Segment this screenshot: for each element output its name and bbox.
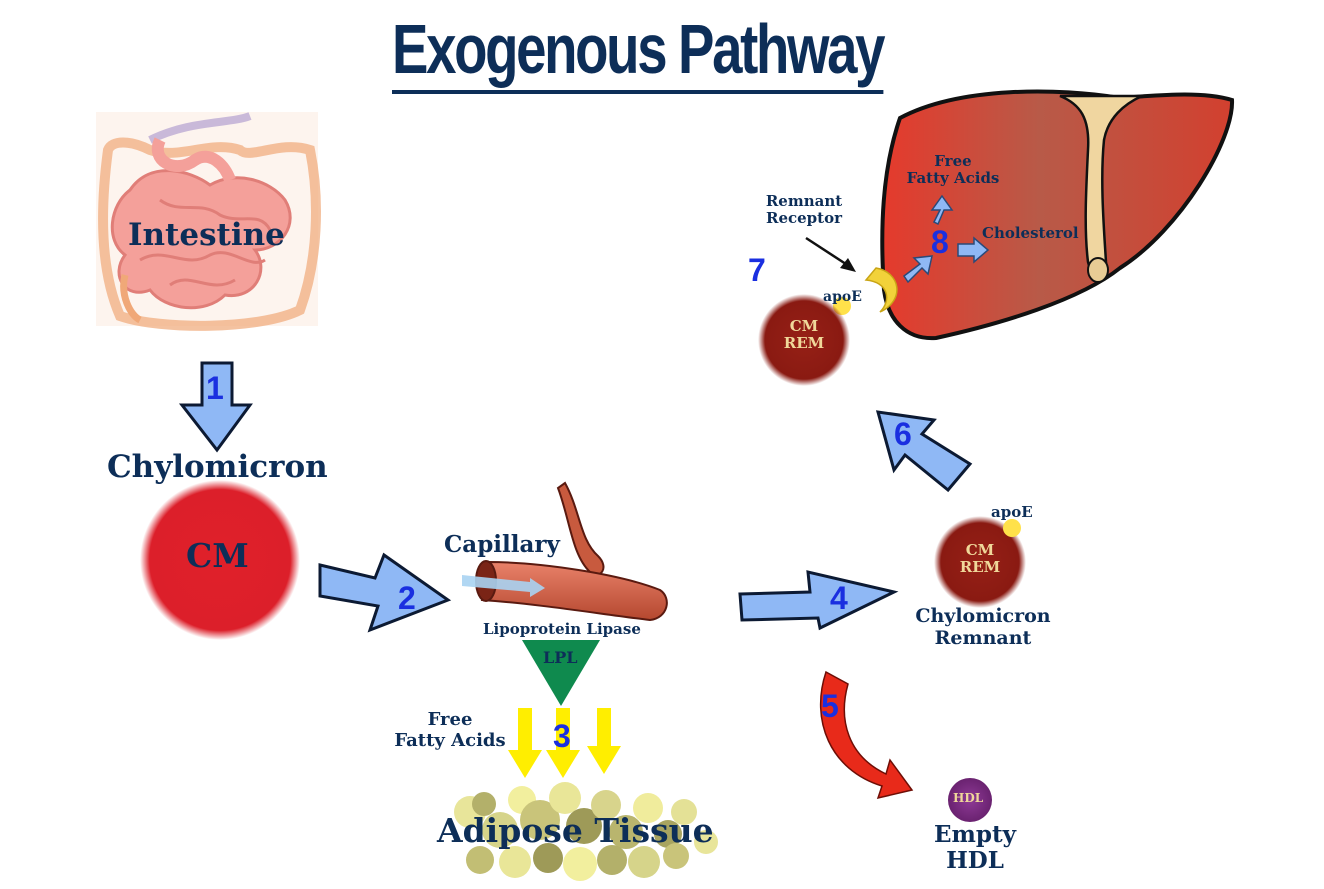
apoe-label-remnant: apoE [991,503,1033,521]
remnant-receptor-line1: Remnant [765,192,843,210]
free-fatty-acids-line2: Fatty Acids [394,729,506,751]
step-5-number: 5 [821,688,839,724]
cholesterol-label: Cholesterol [982,224,1079,242]
chylomicron-remnant-label: Chylomicron Remnant [908,605,1058,650]
chylomicron-ball [140,480,300,640]
remnant-receptor-crescent [864,267,898,313]
step-3-number: 3 [553,718,571,754]
chylomicron-remnant-ball [934,516,1026,608]
step-3-arrows [508,708,621,778]
chylomicron-remnant-line1: Chylomicron [915,605,1051,627]
step-2-number: 2 [398,580,416,616]
intestine-illustration [96,112,321,331]
hdl-ball [948,778,992,822]
page-title: Exogenous Pathway [392,14,886,94]
free-fatty-acids-line1: Free [427,709,473,730]
liver-free-fatty-acids-label: Free Fatty Acids [898,152,1008,188]
apoe-label-liver: apoE [823,289,862,305]
lpl-label: LPL [543,648,578,667]
step-4-arrow [738,570,899,631]
cm-rem-label-liver: CM REM [774,317,834,353]
step-8-number: 8 [931,224,949,260]
cm-label: CM [186,536,249,575]
step-1-arrow [178,361,253,453]
remnant-receptor-line2: Receptor [765,209,842,228]
adipose-tissue-cluster [454,782,718,881]
free-fatty-acids-label: Free Fatty Acids [388,709,512,751]
liver-process-arrows [902,194,990,284]
cm-rem-line2: REM [959,558,1001,577]
step-6-arrow [875,410,973,493]
adipose-tissue-label: Adipose Tissue [437,811,714,850]
cm-rem-liver-line1: CM [789,317,819,335]
intestine-label: Intestine [128,217,285,253]
liver-illustration [880,89,1235,341]
hdl-label: HDL [953,791,984,805]
liver-free-fatty-acids-line1: Free [934,152,972,170]
lpl-triangle [522,640,600,706]
step-1-number: 1 [206,370,224,406]
lipoprotein-lipase-label: Lipoprotein Lipase [483,620,641,638]
step-4-number: 4 [830,580,848,616]
cm-remnant-ball-liver [758,294,850,386]
cm-rem-liver-line2: REM [783,334,825,353]
empty-hdl-line1: Empty [934,821,1016,848]
empty-hdl-line2: HDL [946,847,1004,875]
remnant-receptor-label: Remnant Receptor [752,192,856,228]
step-7-number: 7 [748,252,766,288]
step-5-arrow [819,670,914,800]
liver-free-fatty-acids-line2: Fatty Acids [906,169,1000,188]
cm-rem-label-remnant: CM REM [950,541,1010,577]
capillary-label: Capillary [444,531,560,558]
capillary-illustration [462,481,668,622]
step-2-arrow [318,552,452,633]
chylomicron-remnant-line2: Remnant [934,626,1032,649]
empty-hdl-label: Empty HDL [918,821,1032,875]
cm-rem-line1: CM [965,541,995,559]
chylomicron-label: Chylomicron [107,449,328,485]
step-6-number: 6 [894,416,912,452]
apoe-dot-remnant [1003,519,1021,537]
